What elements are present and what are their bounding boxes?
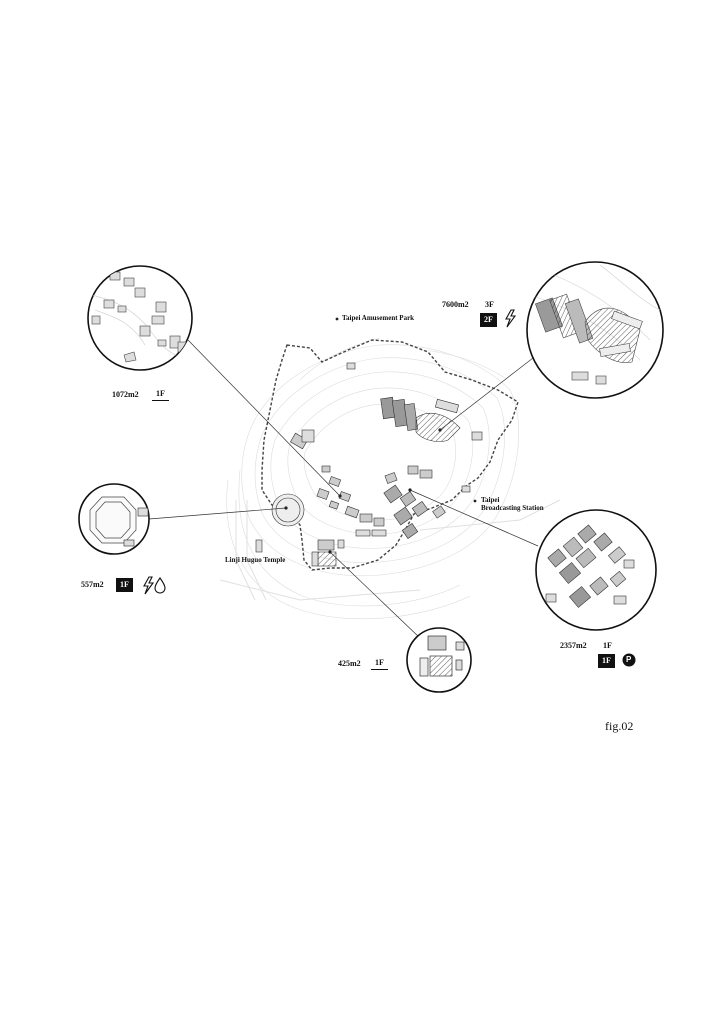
floor-badge-w: 1F: [116, 578, 133, 592]
floor-badge-se: 1F: [598, 654, 615, 668]
floor-label-s: 1F: [371, 659, 388, 670]
area-label-w: 557m2: [81, 580, 104, 589]
callout-circle-s: [406, 627, 472, 693]
area-label-s: 425m2: [338, 659, 361, 668]
floor-label-nw: 1F: [152, 390, 169, 401]
parking-letter: P: [626, 655, 632, 664]
leader-dots: [284, 317, 477, 554]
parking-icon: [622, 653, 636, 667]
figure-label: fig.02: [605, 719, 634, 733]
callout-circle-w: [78, 483, 150, 555]
place-label-broadcasting-line1: Taipei: [481, 496, 500, 504]
site-boundary: [261, 339, 519, 571]
area-label-nw: 1072m2: [112, 390, 139, 399]
site-buildings: [255, 362, 483, 567]
callout-circle-ne: [526, 261, 664, 399]
terrain-contours: [226, 337, 519, 620]
lightning-icon: [505, 309, 517, 328]
place-label-broadcasting-line2: Broadcasting Station: [481, 504, 544, 512]
callout-circle-nw: [87, 265, 193, 371]
leader-lines: [148, 339, 539, 639]
floor-top-label-ne: 3F: [485, 300, 494, 309]
water-drop-icon: [154, 577, 166, 594]
place-label-temple: Linji Huguo Temple: [225, 556, 286, 564]
floor-badge-ne: 2F: [480, 313, 497, 327]
lightning-icon: [143, 576, 155, 595]
callout-circle-se: [535, 509, 657, 631]
area-label-se: 2357m2: [560, 641, 587, 650]
place-label-amusement-park: Taipei Amusement Park: [342, 314, 415, 322]
area-label-ne: 7600m2: [442, 300, 469, 309]
floor-top-label-se: 1F: [603, 641, 612, 650]
roads: [219, 499, 561, 601]
